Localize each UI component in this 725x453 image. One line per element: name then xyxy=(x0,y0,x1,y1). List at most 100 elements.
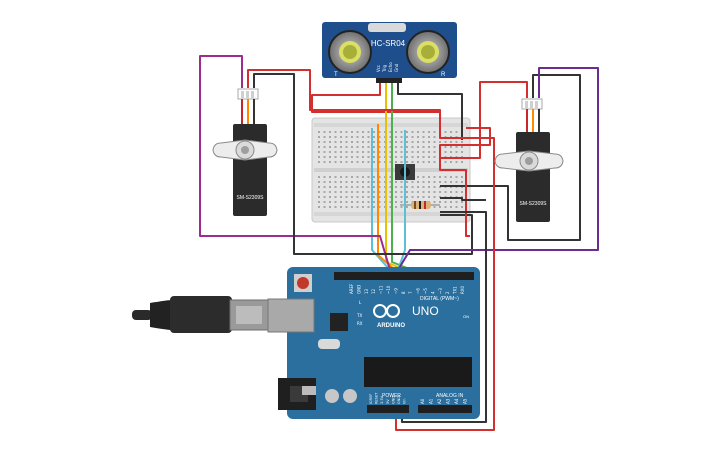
breadboard-hole xyxy=(400,191,403,193)
breadboard-hole xyxy=(356,191,359,193)
breadboard-hole xyxy=(318,206,320,208)
breadboard-hole xyxy=(406,141,408,143)
sensor-side-t: T xyxy=(334,72,338,78)
wire-arduino-5v xyxy=(395,137,495,431)
breadboard-hole xyxy=(362,131,364,133)
breadboard-hole xyxy=(362,141,364,143)
breadboard-hole xyxy=(411,161,414,163)
breadboard-hole xyxy=(340,206,342,208)
breadboard-hole xyxy=(411,196,414,198)
breadboard-hole xyxy=(345,161,348,163)
breadboard-hole xyxy=(455,151,458,153)
breadboard-hole xyxy=(461,181,463,183)
led-labels: L TX RX xyxy=(356,300,363,326)
breadboard-hole xyxy=(433,186,436,188)
breadboard-hole xyxy=(334,136,337,138)
breadboard-hole xyxy=(444,146,447,148)
breadboard-hole xyxy=(428,156,430,158)
breadboard-hole xyxy=(329,156,331,158)
breadboard-hole xyxy=(400,201,403,203)
digital-pin-label-14: TX1 xyxy=(453,286,458,295)
breadboard-hole xyxy=(389,176,392,178)
breadboard-hole xyxy=(345,131,348,133)
breadboard-hole xyxy=(417,136,419,138)
breadboard-hole xyxy=(439,191,441,193)
breadboard-hole xyxy=(351,141,353,143)
breadboard-hole xyxy=(323,141,326,143)
breadboard-hole xyxy=(461,191,463,193)
analog-label: ANALOG IN xyxy=(436,393,464,399)
breadboard-hole xyxy=(444,181,447,183)
breadboard-hole xyxy=(351,156,353,158)
breadboard-hole xyxy=(439,176,441,178)
reset-button[interactable] xyxy=(294,274,312,292)
breadboard-hole xyxy=(428,186,430,188)
breadboard-hole xyxy=(378,146,381,148)
breadboard-hole xyxy=(395,146,397,148)
breadboard-hole xyxy=(373,131,375,133)
wire-cyan-b xyxy=(371,128,391,271)
breadboard-hole xyxy=(428,141,430,143)
breadboard-hole xyxy=(351,206,353,208)
breadboard-hole xyxy=(400,206,403,208)
breadboard-hole xyxy=(378,176,381,178)
arduino-model: UNO xyxy=(412,304,439,318)
breadboard-hole xyxy=(373,206,375,208)
breadboard-hole xyxy=(444,151,447,153)
breadboard-hole xyxy=(389,196,392,198)
analog-header xyxy=(418,405,472,413)
breadboard-hole xyxy=(406,161,408,163)
breadboard-hole xyxy=(373,146,375,148)
breadboard-hole xyxy=(378,181,381,183)
breadboard-hole xyxy=(422,131,425,133)
breadboard-hole xyxy=(373,136,375,138)
breadboard-hole xyxy=(329,196,331,198)
breadboard-hole xyxy=(345,146,348,148)
breadboard-hole xyxy=(340,196,342,198)
breadboard-hole xyxy=(417,186,419,188)
breadboard-hole xyxy=(340,181,342,183)
breadboard-hole xyxy=(318,201,320,203)
breadboard-hole xyxy=(351,146,353,148)
breadboard-hole xyxy=(378,141,381,143)
breadboard-hole xyxy=(455,176,458,178)
breadboard-hole xyxy=(400,136,403,138)
digital-pin-label-3: 12 xyxy=(371,288,376,294)
breadboard-hole xyxy=(345,191,348,193)
breadboard-hole xyxy=(367,151,370,153)
servo-right-horn xyxy=(494,150,564,172)
resistor xyxy=(400,201,440,209)
breadboard-hole xyxy=(400,156,403,158)
breadboard-hole xyxy=(334,186,337,188)
breadboard-hole xyxy=(444,131,447,133)
breadboard-hole xyxy=(389,201,392,203)
breadboard-hole xyxy=(323,191,326,193)
breadboard-hole xyxy=(400,141,403,143)
breadboard-hole xyxy=(378,151,381,153)
servo-left-label: SM-S2309S xyxy=(237,195,265,201)
breadboard-hole xyxy=(417,141,419,143)
on-label: ON xyxy=(463,314,469,319)
breadboard-hole xyxy=(329,146,331,148)
arduino-logo xyxy=(373,304,400,318)
breadboard-hole xyxy=(323,131,326,133)
breadboard-hole xyxy=(373,156,375,158)
breadboard-hole xyxy=(433,191,436,193)
breadboard-hole xyxy=(439,201,441,203)
power-pin-label-0: IOREF xyxy=(369,394,373,404)
breadboard-hole xyxy=(367,191,370,193)
breadboard-hole xyxy=(334,176,337,178)
breadboard-hole xyxy=(318,186,320,188)
breadboard-hole xyxy=(428,146,430,148)
digital-pin-label-9: ~6 xyxy=(416,288,421,294)
breadboard-hole xyxy=(400,161,403,163)
digital-label: DIGITAL (PWM~) xyxy=(420,296,459,302)
breadboard-hole xyxy=(345,151,348,153)
breadboard-hole xyxy=(455,146,458,148)
ultrasonic-sensor: HC-SR04 T R Vcc Trig Echo Gnd xyxy=(322,22,457,83)
breadboard-hole xyxy=(461,206,463,208)
breadboard-hole xyxy=(389,146,392,148)
breadboard-hole xyxy=(367,201,370,203)
usb-cable xyxy=(132,296,269,333)
breadboard-hole xyxy=(334,206,337,208)
